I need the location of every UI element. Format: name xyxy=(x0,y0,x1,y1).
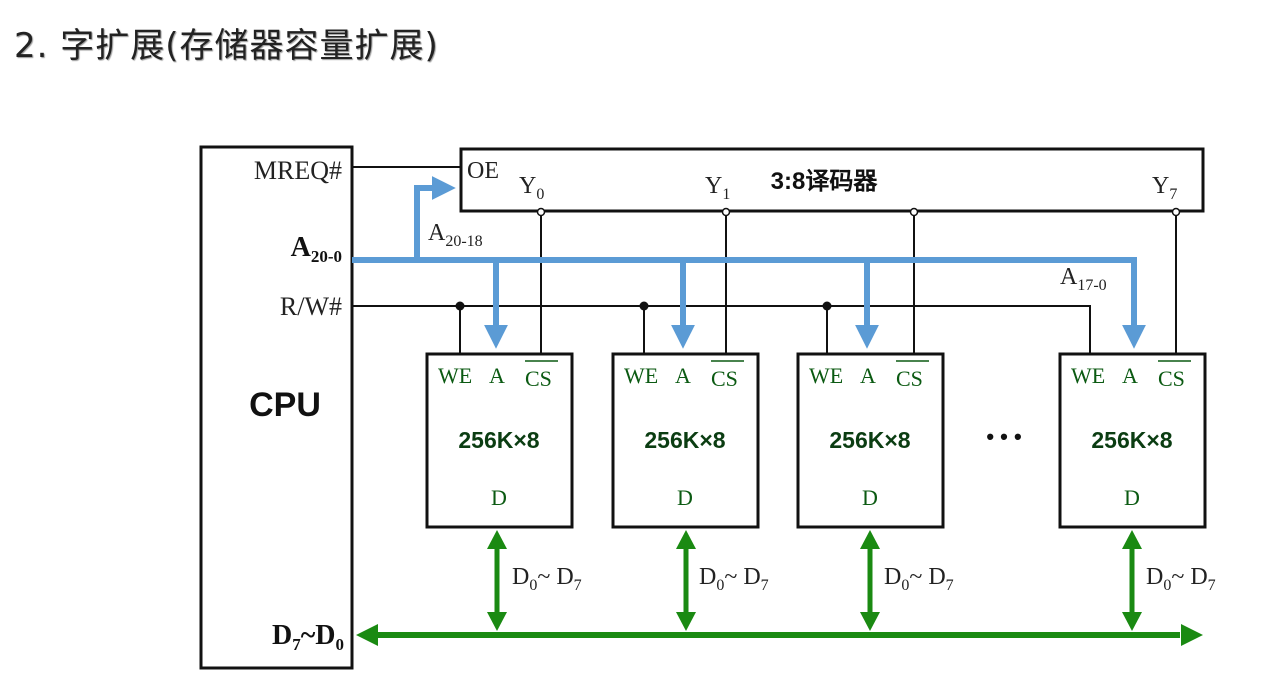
y1-output-bubble xyxy=(721,207,731,217)
memory-chip-3: WE A CS 256K×8 D xyxy=(796,352,945,529)
data-bus-arrow-right xyxy=(1181,624,1203,646)
data-link-chip-1 xyxy=(487,530,507,631)
chip-a-label: A xyxy=(489,363,505,388)
chip-we-label: WE xyxy=(438,363,472,388)
chip-we-label: WE xyxy=(624,363,658,388)
data-link-label-2: D0~ D7 xyxy=(699,564,769,594)
data-pin-label: D7~D0 xyxy=(272,620,344,654)
chip-data-label: D xyxy=(491,485,507,510)
y7-pin-label: Y7 xyxy=(1152,173,1177,203)
rw-junction-3 xyxy=(822,301,832,311)
memory-chip-1: WE A CS 256K×8 D xyxy=(425,352,574,529)
data-link-chip-2 xyxy=(676,530,696,631)
data-link-chip-8 xyxy=(1122,530,1142,631)
chip-cs-label: CS xyxy=(711,366,738,391)
y0-pin-label: Y0 xyxy=(519,173,544,203)
address-bus-to-decoder xyxy=(414,176,456,260)
data-bus-arrow-left xyxy=(356,624,378,646)
chip-capacity: 256K×8 xyxy=(829,427,910,453)
chip-cs-label: CS xyxy=(1158,366,1185,391)
address-bus-main xyxy=(352,257,1146,349)
rw-junction-1 xyxy=(455,301,465,311)
page-title: 2. 字扩展(存储器容量扩展) xyxy=(14,26,439,66)
cpu-label: CPU xyxy=(249,386,321,424)
y1-pin-label: Y1 xyxy=(705,173,730,203)
data-link-chip-3 xyxy=(860,530,880,631)
y7-output-bubble xyxy=(1171,207,1181,217)
chip-a-label: A xyxy=(1122,363,1138,388)
y2-output-bubble xyxy=(909,207,919,217)
memory-chip-8: WE A CS 256K×8 D xyxy=(1058,352,1207,529)
chip-we-label: WE xyxy=(809,363,843,388)
mreq-pin-label: MREQ# xyxy=(254,156,342,185)
rw-pin-label: R/W# xyxy=(280,292,342,321)
decoder-label: 3:8译码器 xyxy=(771,168,879,195)
chip-capacity: 256K×8 xyxy=(1091,427,1172,453)
chip-data-label: D xyxy=(677,485,693,510)
address-high-label: A20-18 xyxy=(428,220,483,250)
chip-a-label: A xyxy=(860,363,876,388)
y0-output-bubble xyxy=(536,207,546,217)
rw-line xyxy=(352,305,1091,354)
cpu-block xyxy=(199,145,354,670)
rw-junction-2 xyxy=(639,301,649,311)
ellipsis: • • • xyxy=(986,424,1021,449)
chip-cs-label: CS xyxy=(896,366,923,391)
address-pin-label: A20-0 xyxy=(291,232,342,266)
chip-capacity: 256K×8 xyxy=(458,427,539,453)
chip-capacity: 256K×8 xyxy=(644,427,725,453)
address-pin-sub: 20-0 xyxy=(311,247,342,266)
chip-a-label: A xyxy=(675,363,691,388)
address-low-label: A17-0 xyxy=(1060,264,1107,294)
memory-chip-2: WE A CS 256K×8 D xyxy=(611,352,760,529)
chip-data-label: D xyxy=(862,485,878,510)
address-pin-main: A xyxy=(291,232,312,263)
chip-cs-label: CS xyxy=(525,366,552,391)
data-link-label-3: D0~ D7 xyxy=(884,564,954,594)
data-link-label-8: D0~ D7 xyxy=(1146,564,1216,594)
chip-we-label: WE xyxy=(1071,363,1105,388)
chip-data-label: D xyxy=(1124,485,1140,510)
decoder-block xyxy=(459,147,1205,213)
oe-pin-label: OE xyxy=(467,158,499,184)
data-link-label-1: D0~ D7 xyxy=(512,564,582,594)
